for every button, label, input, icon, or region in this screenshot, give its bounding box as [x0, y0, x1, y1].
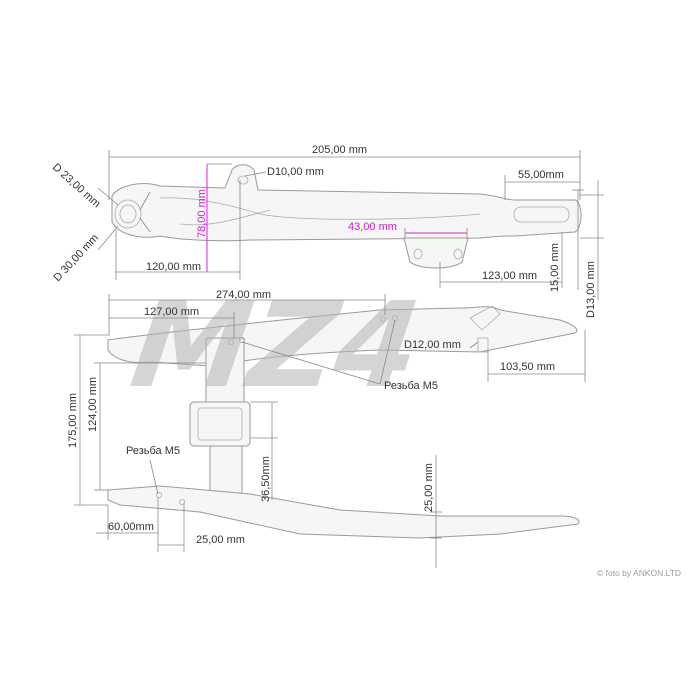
top-view-swingarm — [111, 164, 582, 269]
photo-credit: © foto by ANKON.LTD — [597, 568, 681, 578]
dim-175: 175,00 mm — [67, 393, 79, 448]
dim-78: 78,00 mm — [196, 189, 208, 238]
dim-25-vertical: 25,00 mm — [423, 463, 435, 512]
dim-d12: D12,00 mm — [404, 339, 461, 351]
dim-d10: D10,00 mm — [267, 166, 324, 178]
dim-36-5: 36,50mm — [260, 456, 272, 502]
top-view-dimensions — [97, 150, 604, 300]
dim-43: 43,00 mm — [348, 221, 397, 233]
watermark: MZ4 — [124, 277, 428, 414]
thread-m5-top: Резьба M5 — [384, 380, 438, 392]
dim-205: 205,00 mm — [312, 144, 367, 156]
dim-124: 124,00 mm — [87, 377, 99, 432]
side-view-dimensions — [74, 294, 586, 568]
dim-123: 123,00 mm — [482, 270, 537, 282]
side-view-swingarm — [107, 305, 580, 539]
dim-120: 120,00 mm — [146, 261, 201, 273]
dim-103-5: 103,50 mm — [500, 361, 555, 373]
thread-m5-bottom: Резьба M5 — [126, 445, 180, 457]
dim-25-horizontal: 25,00 mm — [196, 534, 245, 546]
dim-55: 55,00mm — [518, 169, 564, 181]
dim-d30: D 30,00 mm — [51, 232, 101, 284]
dim-274: 274,00 mm — [216, 289, 271, 301]
dim-d23: D 23,00 mm — [50, 161, 103, 210]
dim-15: 15,00 mm — [549, 243, 561, 292]
dim-d13: D13,00 mm — [585, 261, 597, 318]
dim-60: 60,00mm — [108, 521, 154, 533]
dim-127: 127,00 mm — [144, 306, 199, 318]
